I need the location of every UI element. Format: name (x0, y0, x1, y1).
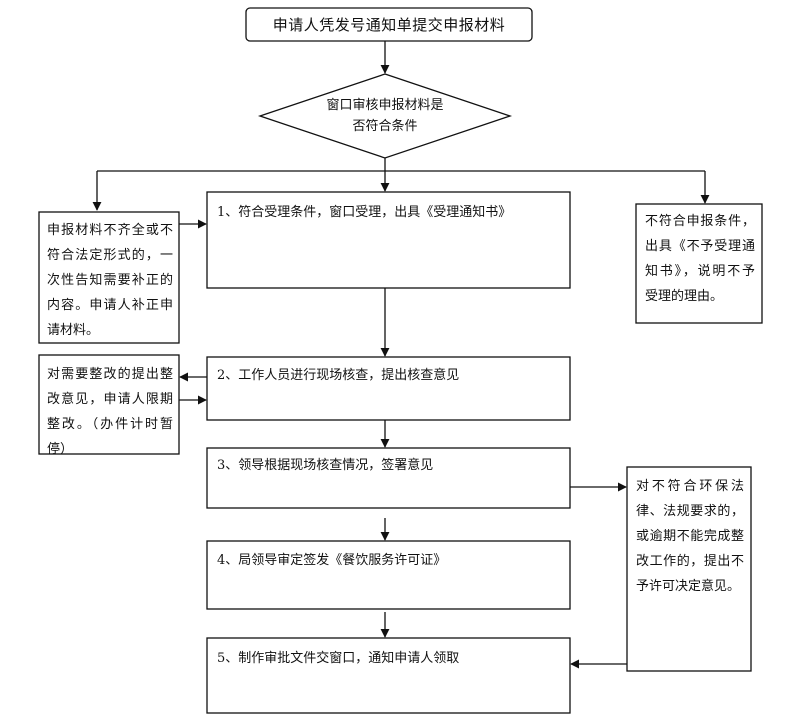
step2-box (206, 356, 571, 421)
rectify-box (38, 354, 180, 455)
incomplete-box (38, 211, 180, 344)
start-box (245, 7, 533, 42)
step3-box (206, 447, 571, 509)
decision-line-1: 窗口审核申报材料是 (326, 98, 444, 113)
deny-box (626, 466, 752, 672)
decision-label: 窗口审核申报材料是 否符合条件 (300, 95, 470, 137)
reject-box (635, 203, 763, 324)
step5-box (206, 637, 571, 714)
step4-text: 4、局领导审定签发《餐饮服务许可证》 (217, 553, 447, 568)
step2-text: 2、工作人员进行现场核查，提出核查意见 (217, 368, 460, 383)
step5-text: 5、制作审批文件交窗口，通知申请人领取 (217, 651, 460, 666)
deny-text: 对不符合环保法律、法规要求的，或逾期不能完成整改工作的，提出不予许可决定意见。 (636, 479, 744, 594)
reject-text: 不符合申报条件，出具《不予受理通知书》，说明不予受理的理由。 (645, 214, 755, 304)
start-label: 申请人凭发号通知单提交申报材料 (272, 16, 506, 34)
step1-text: 1、符合受理条件，窗口受理，出具《受理通知书》 (217, 205, 512, 220)
decision-line-2: 否符合条件 (352, 119, 418, 134)
rectify-text: 对需要整改的提出整改意见，申请人限期整改。（办件计时暂停） (47, 367, 173, 457)
step3-text: 3、领导根据现场核查情况，签署意见 (217, 458, 434, 473)
step4-box (206, 540, 571, 610)
step1-box (206, 191, 571, 289)
incomplete-text: 申报材料不齐全或不符合法定形式的，一次性告知需要补正的内容。申请人补正申请材料。 (47, 223, 173, 338)
